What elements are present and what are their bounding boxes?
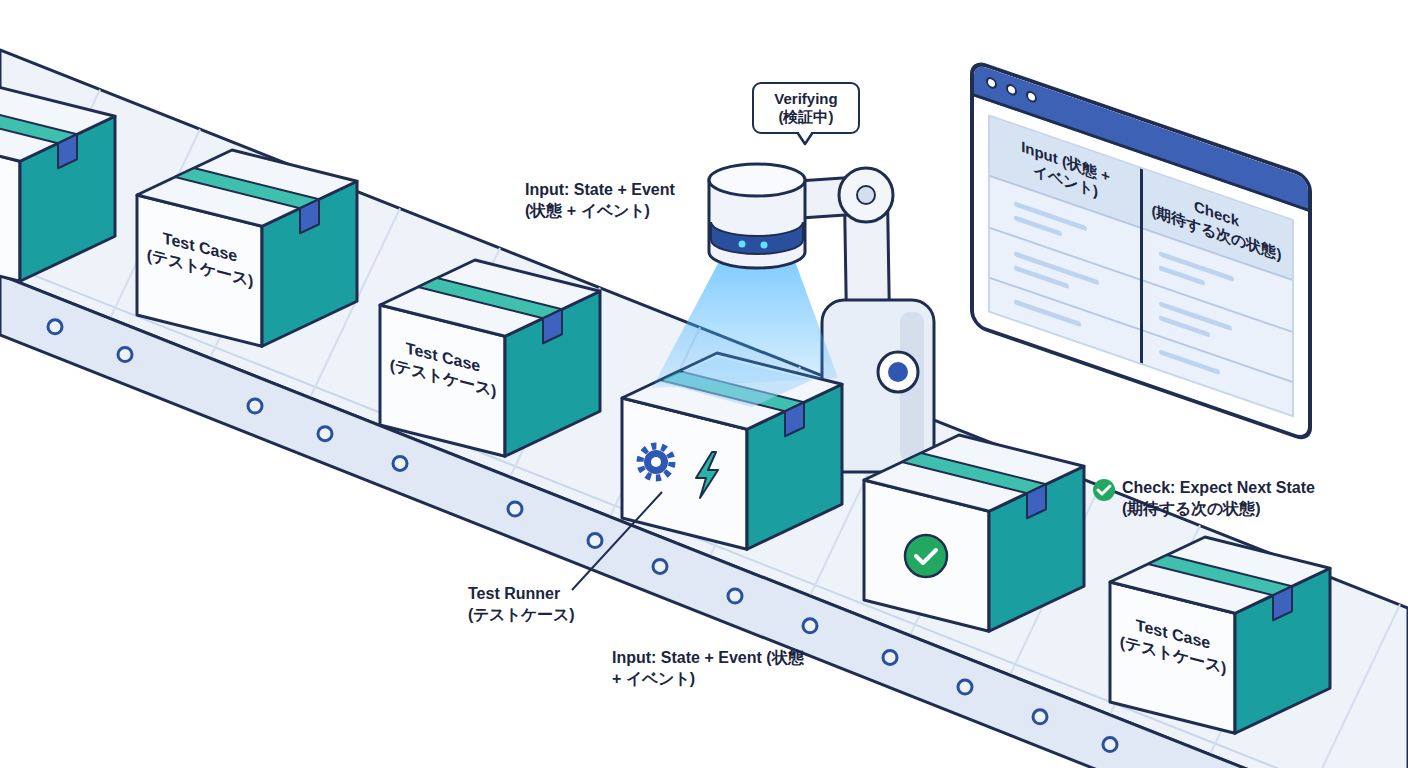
bubble-tail <box>790 129 820 145</box>
box-tape-tab <box>300 199 319 233</box>
robot-joint-core <box>888 362 908 382</box>
box-tape <box>902 453 1046 493</box>
robot-elbow-core <box>857 186 875 204</box>
placeholder-bar <box>1014 299 1080 327</box>
box-tape <box>175 168 319 208</box>
app-window: Input (状態 + イベント)Check (期待する次の状態) <box>970 58 1312 444</box>
gear-icon <box>644 450 668 474</box>
box-top <box>380 260 600 336</box>
callout-label: Test Runner (テストケース) <box>468 584 603 626</box>
scanner-light <box>761 242 768 249</box>
callout-label: Input: State + Event (状態 + イベント) <box>525 180 710 222</box>
window-dot <box>1006 82 1017 97</box>
box-tape-tab <box>1273 586 1292 620</box>
bubble-label: Verifying (検証中) <box>754 90 858 126</box>
box-tape <box>1148 555 1292 595</box>
box-tape-tab <box>58 134 77 168</box>
box-tape <box>0 103 77 143</box>
lightning-icon <box>696 452 718 498</box>
test-case-box: Test Case (テストケース) <box>380 260 602 460</box>
box-top <box>864 435 1084 511</box>
belt-bolt <box>48 320 62 334</box>
test-case-box: Test Case (テストケース) <box>1110 537 1332 737</box>
belt-bolt <box>653 559 667 573</box>
robot-joint <box>878 352 918 392</box>
gear-teeth <box>640 446 672 478</box>
belt-bolt <box>883 650 897 664</box>
window-dot <box>986 76 997 91</box>
belt-bolt <box>728 589 742 603</box>
scanner-top <box>709 164 805 196</box>
belt-bolt <box>958 680 972 694</box>
box-top <box>1110 537 1330 613</box>
belt-bolt <box>1033 710 1047 724</box>
belt-bolt <box>318 427 332 441</box>
belt-bolt <box>1103 738 1117 752</box>
scanner-band <box>711 222 803 254</box>
box-top <box>137 150 357 226</box>
belt-bolt <box>118 348 132 362</box>
robot-elbow <box>839 168 893 222</box>
table-divider <box>1140 168 1143 363</box>
pass-check <box>916 550 936 563</box>
belt-bolt <box>248 399 262 413</box>
pass-mark <box>905 535 947 577</box>
box-tape-tab <box>1027 484 1046 518</box>
box-tape <box>418 278 562 318</box>
belt-bolt <box>588 534 602 548</box>
belt-bolt <box>393 456 407 470</box>
callout-label: Check: Expect Next State (期待する次の状態) <box>1122 478 1372 520</box>
test-case-box: Test Case (テストケース) <box>137 150 359 350</box>
box-tape-tab <box>785 402 804 436</box>
belt-bolt <box>803 619 817 633</box>
gear-hole <box>651 457 661 467</box>
scanner-light <box>739 241 746 248</box>
scan-highlight <box>660 357 812 407</box>
check-icon-mark <box>1098 486 1110 494</box>
check-icon <box>1093 479 1115 501</box>
box-tape-tab <box>543 309 562 343</box>
window-dot <box>1026 89 1037 104</box>
callout-label: Input: State + Event (状態 + イベント) <box>612 648 807 690</box>
leader-line <box>572 492 662 590</box>
belt-bolt <box>508 502 522 516</box>
bubble-tail-outline <box>798 134 812 145</box>
status-bubble: Verifying (検証中) <box>752 82 860 134</box>
